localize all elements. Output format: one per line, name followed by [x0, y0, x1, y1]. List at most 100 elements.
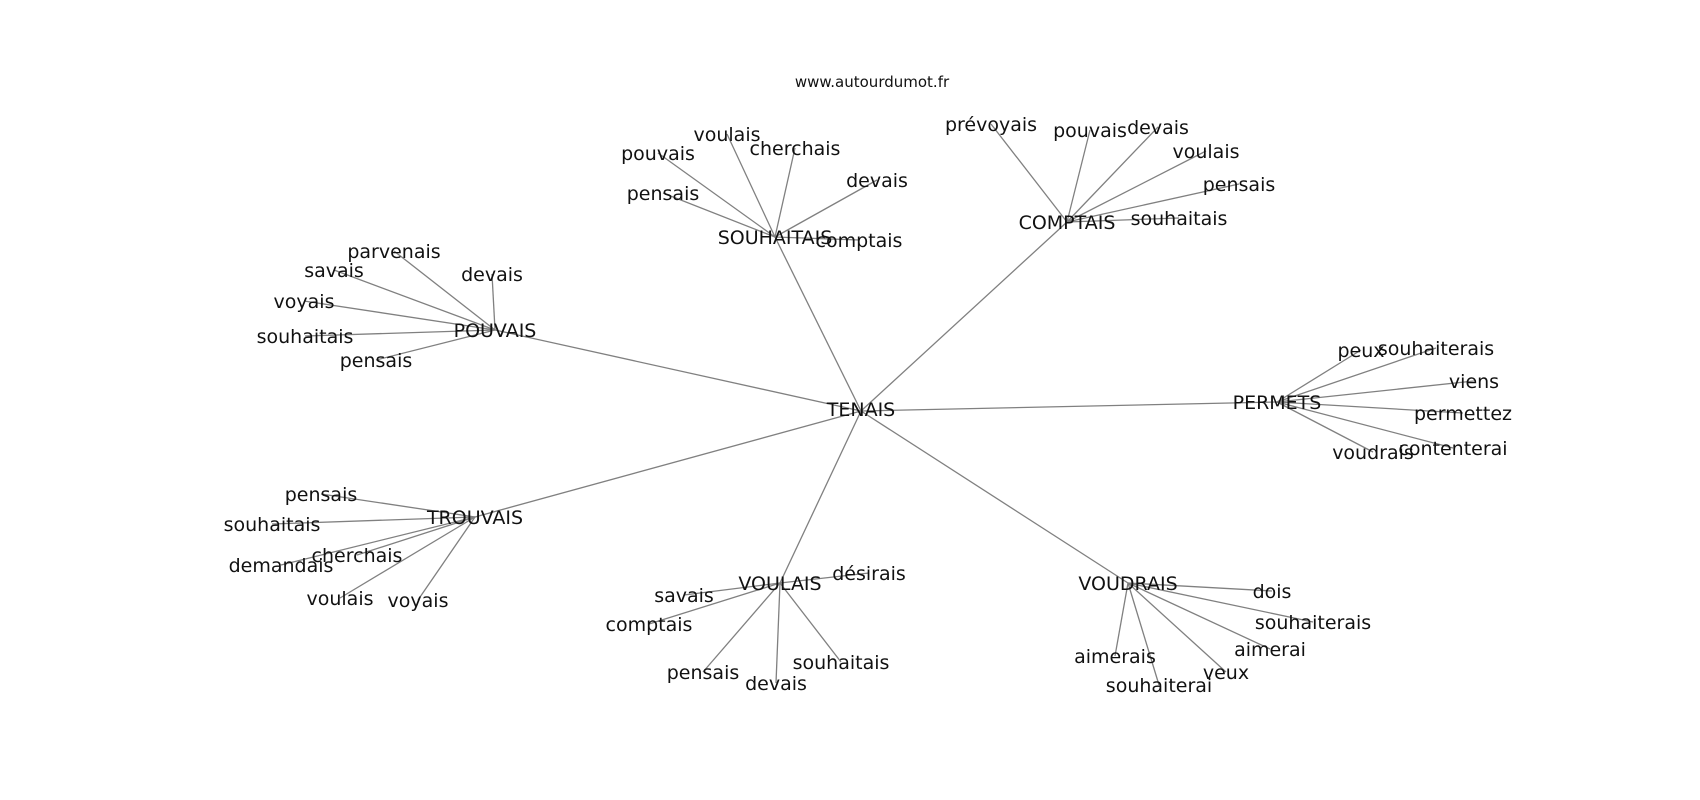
- hub-leaf-edge: [774, 147, 796, 238]
- leaf-node-label: souhaitais: [1131, 208, 1228, 230]
- leaf-node-label: souhaiterais: [1378, 338, 1494, 360]
- leaf-node-label: cherchais: [750, 138, 841, 160]
- leaf-node-label: souhaiterai: [1106, 675, 1212, 697]
- center-hub-edge: [774, 236, 862, 412]
- leaf-node-label: contenterai: [1398, 438, 1507, 460]
- center-hub-edge: [474, 410, 862, 518]
- hub-node-label: POUVAIS: [454, 320, 537, 342]
- leaf-node-label: pensais: [667, 662, 740, 684]
- hub-leaf-edge: [774, 179, 878, 238]
- center-hub-edge: [860, 410, 1129, 584]
- hub-leaf-edge: [1066, 150, 1207, 223]
- hub-leaf-edge: [657, 152, 776, 238]
- hub-leaf-edge: [320, 493, 476, 518]
- center-node-label: TENAIS: [826, 399, 896, 421]
- hub-leaf-edge: [990, 123, 1068, 223]
- leaf-node-label: devais: [461, 264, 523, 286]
- hub-leaf-edge: [775, 582, 781, 684]
- hub-leaf-edge: [1127, 582, 1160, 686]
- hub-leaf-edge: [726, 133, 776, 238]
- hub-node-label: VOUDRAIS: [1078, 573, 1177, 595]
- leaf-node-label: comptais: [816, 230, 903, 252]
- center-hub-edge: [494, 329, 862, 412]
- hub-leaf-edge: [774, 236, 860, 241]
- leaf-node-label: pouvais: [621, 143, 695, 165]
- hub-leaf-edge: [417, 516, 476, 601]
- leaf-node-label: voulais: [1172, 141, 1239, 163]
- leaf-node-label: pensais: [627, 183, 700, 205]
- leaf-node-label: aimerais: [1074, 646, 1156, 668]
- hub-leaf-edge: [1276, 401, 1454, 449]
- hub-leaf-edge: [1276, 401, 1464, 414]
- hub-node-label: TROUVAIS: [426, 507, 523, 529]
- leaf-node-label: désirais: [832, 563, 906, 585]
- leaf-node-label: savais: [304, 260, 364, 282]
- hub-leaf-edge: [393, 250, 496, 331]
- leaf-node-label: cherchais: [312, 545, 403, 567]
- leaf-node-label: souhaiterais: [1255, 612, 1371, 634]
- hub-leaf-edge: [1114, 582, 1129, 657]
- hub-node-label: SOUHAITAIS: [718, 227, 833, 249]
- leaf-node-label: souhaitais: [257, 326, 354, 348]
- leaf-node-label: souhaitais: [224, 514, 321, 536]
- hub-leaf-edge: [779, 572, 870, 584]
- leaf-node-label: voulais: [306, 588, 373, 610]
- hub-leaf-edge: [1066, 126, 1159, 223]
- leaf-node-label: pensais: [285, 484, 358, 506]
- hub-leaf-edge: [303, 300, 496, 331]
- leaf-node-label: peux: [1337, 340, 1384, 362]
- hub-leaf-edge: [280, 516, 476, 566]
- leaf-node-label: demandais: [229, 555, 334, 577]
- leaf-node-label: devais: [846, 170, 908, 192]
- hub-leaf-edge: [1127, 582, 1273, 592]
- leaf-node-label: savais: [654, 585, 714, 607]
- hub-leaf-edge: [356, 516, 476, 556]
- leaf-node-label: voyais: [274, 291, 335, 313]
- graph-edges: [271, 123, 1475, 686]
- leaf-node-label: pensais: [1203, 174, 1276, 196]
- leaf-node-label: pensais: [340, 350, 413, 372]
- leaf-node-label: voulais: [693, 124, 760, 146]
- hub-leaf-edge: [1276, 380, 1475, 403]
- leaf-node-label: souhaitais: [793, 652, 890, 674]
- hub-leaf-edge: [1276, 401, 1374, 453]
- leaf-node-label: parvenais: [347, 241, 440, 263]
- hub-node-label: PERMETS: [1233, 392, 1322, 414]
- hub-leaf-edge: [648, 582, 781, 625]
- hub-leaf-edge: [271, 516, 476, 525]
- hub-leaf-edge: [1276, 347, 1437, 403]
- center-hub-edge: [860, 401, 1278, 412]
- hub-leaf-edge: [702, 582, 781, 673]
- hub-leaf-edge: [1127, 582, 1314, 623]
- hub-leaf-edge: [304, 329, 496, 337]
- leaf-node-label: dois: [1253, 581, 1292, 603]
- leaf-node-label: permettez: [1414, 403, 1512, 425]
- leaf-node-label: aimerai: [1234, 639, 1306, 661]
- leaf-node-label: devais: [745, 673, 807, 695]
- hub-node-label: VOULAIS: [738, 573, 821, 595]
- graph-labels: www.autourdumot.fr TENAIS SOUHAITAIS voul…: [224, 73, 1512, 697]
- leaf-node-label: devais: [1127, 117, 1189, 139]
- hub-leaf-edge: [1066, 183, 1240, 223]
- hub-node-label: COMPTAIS: [1019, 212, 1116, 234]
- site-watermark: www.autourdumot.fr: [795, 73, 950, 91]
- leaf-node-label: veux: [1203, 662, 1249, 684]
- center-hub-edge: [860, 221, 1068, 412]
- hub-leaf-edge: [1127, 582, 1227, 673]
- leaf-node-label: comptais: [606, 614, 693, 636]
- hub-leaf-edge: [333, 269, 496, 331]
- center-hub-edge: [779, 410, 862, 584]
- hub-leaf-edge: [1066, 129, 1091, 223]
- hub-leaf-edge: [662, 192, 776, 238]
- hub-leaf-edge: [1127, 582, 1271, 650]
- leaf-node-label: pouvais: [1053, 120, 1127, 142]
- hub-leaf-edge: [375, 329, 496, 361]
- leaf-node-label: voyais: [388, 590, 449, 612]
- hub-leaf-edge: [683, 582, 781, 596]
- hub-leaf-edge: [339, 516, 476, 599]
- leaf-node-label: voudrais: [1332, 442, 1414, 464]
- leaf-node-label: viens: [1449, 371, 1499, 393]
- hub-leaf-edge: [1276, 349, 1362, 403]
- hub-leaf-edge: [1066, 217, 1180, 223]
